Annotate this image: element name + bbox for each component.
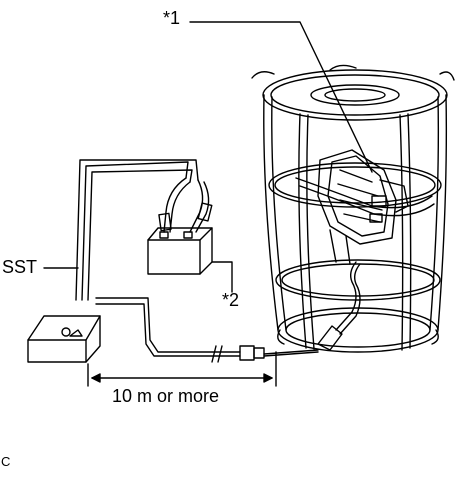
- callout-1-label: *1: [163, 8, 181, 28]
- airbag-module-icon: [295, 149, 435, 265]
- connector-icon: [239, 261, 361, 361]
- distance-dimension: [87, 351, 277, 387]
- callout-1-leader: [189, 21, 373, 173]
- sst-tool-icon: [27, 315, 101, 363]
- sst-label: SST: [2, 257, 38, 277]
- callout-2-label: *2: [222, 290, 240, 310]
- sst-wire-harness: [75, 159, 241, 363]
- battery-icon: [147, 177, 213, 275]
- figure-code: C: [1, 454, 11, 469]
- distance-label: 10 m or more: [112, 386, 220, 406]
- callout-2-leader: [211, 261, 233, 293]
- cylindrical-wire-cage-icon: [251, 64, 455, 353]
